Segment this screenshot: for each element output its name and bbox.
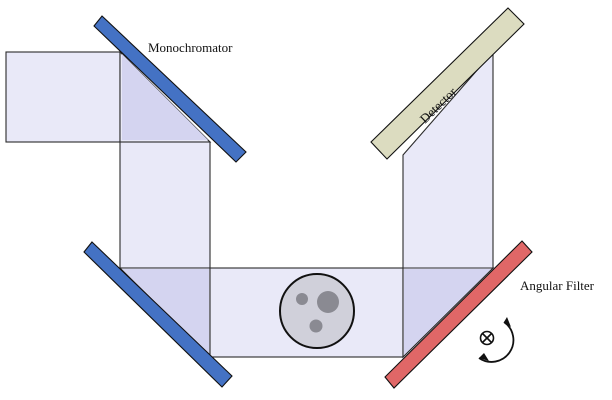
sample-spot-large [317, 291, 339, 313]
sample-spot-bottom [309, 319, 323, 333]
input-beam [5, 51, 121, 143]
sample-disc [279, 273, 355, 349]
monochromator-mirror [93, 15, 247, 163]
left-vertical-beam [119, 141, 211, 269]
rotation-into-page-icon [478, 317, 515, 363]
sample [279, 273, 355, 349]
angular-filter-overlap [404, 269, 491, 355]
monochromator-overlap [122, 54, 208, 140]
sample-spot-small [296, 293, 308, 305]
angular-filter-label: Angular Filter [520, 278, 595, 293]
angular-filter [384, 240, 533, 389]
right-vertical-beam [402, 50, 494, 269]
lower-left-mirror [83, 241, 233, 388]
monochromator-label: Monochromator [148, 40, 233, 55]
detector [370, 7, 525, 160]
